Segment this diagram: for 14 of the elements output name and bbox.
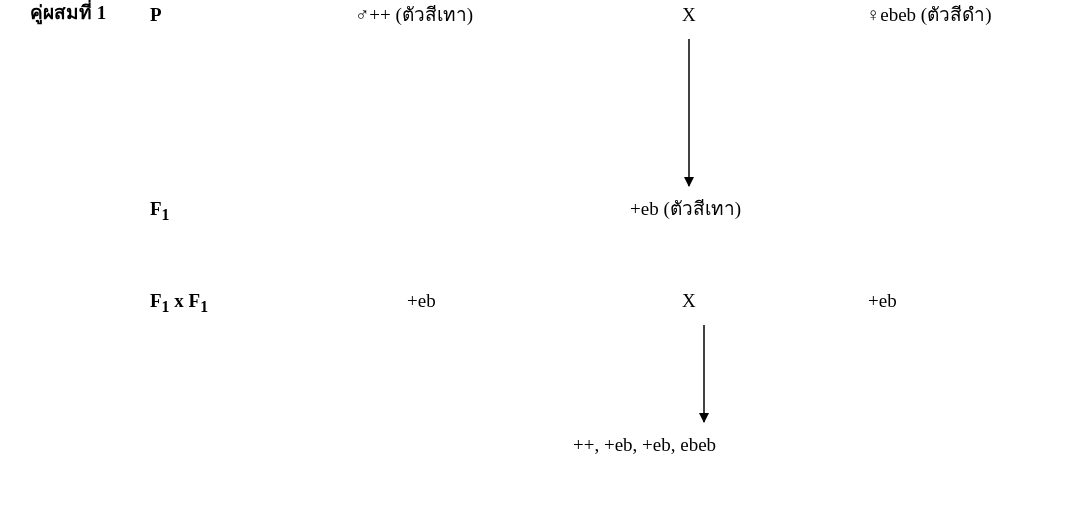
cross-symbol: X (682, 290, 696, 313)
generation-label: P (150, 4, 162, 27)
generation-label: F$_{1}$ (150, 198, 170, 225)
offspring-genotype: +eb (ตัวสีเทา) (630, 198, 742, 221)
cross-label: F$_{1}$ x F$_{1}$ (150, 290, 209, 317)
parent-genotype: ♂++ (ตัวสีเทา) (355, 4, 474, 27)
arrow (699, 324, 709, 423)
parent-genotype: ♀ebeb (ตัวสีดำ) (866, 4, 992, 27)
cross-symbol: X (682, 4, 696, 27)
parent-genotype: +eb (868, 290, 897, 313)
pair-heading: คู่ผสมที่ 1 (30, 2, 107, 25)
arrow (684, 38, 694, 187)
parent-genotype: +eb (407, 290, 436, 313)
offspring-genotype: ++, +eb, +eb, ebeb (573, 434, 717, 457)
